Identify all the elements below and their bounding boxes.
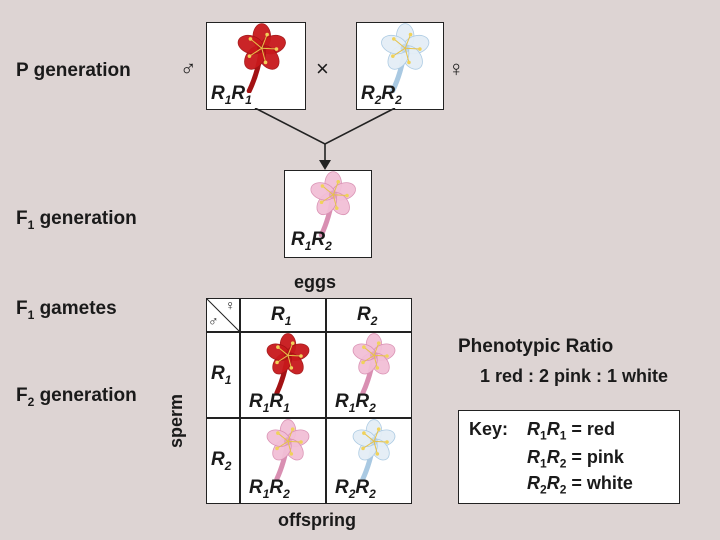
punnett-corner: ♀ ♂	[206, 297, 241, 333]
f2-generation-label: F2 generation	[16, 385, 137, 409]
female-symbol-icon: ♀	[448, 56, 465, 81]
genotype-key: Key: R1R1 = red R1R2 = pink R2R2 = white	[458, 410, 680, 504]
sperm-allele-header: R1	[206, 332, 240, 418]
punnett-cell: R1R2	[240, 418, 326, 504]
male-symbol-icon: ♂	[180, 56, 197, 81]
cross-symbol: ×	[316, 56, 329, 81]
parent-white-box: R2R2	[356, 22, 444, 110]
p-generation-label: P generation	[16, 60, 131, 81]
phenotypic-ratio-title: Phenotypic Ratio	[458, 336, 614, 357]
key-row: R1R2 = pink	[527, 447, 624, 471]
female-symbol-icon: ♀	[225, 297, 236, 313]
male-symbol-icon: ♂	[208, 313, 219, 329]
f1-box: R1R2	[284, 170, 372, 258]
f1-genotype: R1R2	[291, 229, 332, 253]
pink-flower-icon	[266, 419, 310, 481]
pink-flower-icon	[352, 333, 396, 395]
key-row: R2R2 = white	[527, 473, 633, 497]
sperm-allele-header: R2	[206, 418, 240, 504]
white-flower-icon	[381, 23, 430, 93]
sperm-label: sperm	[166, 393, 186, 448]
white-flower-icon	[352, 419, 396, 481]
pink-flower-icon	[310, 171, 356, 237]
cross-arrow	[254, 108, 396, 170]
punnett-cell: R2R2	[326, 418, 412, 504]
punnett-cell: R1R2	[326, 332, 412, 418]
parent-white-genotype: R2R2	[361, 83, 402, 107]
phenotypic-ratio-value: 1 red : 2 pink : 1 white	[480, 366, 669, 386]
red-flower-icon	[266, 333, 310, 395]
parent-red-box: R1R1	[206, 22, 306, 110]
egg-allele-header: R1	[240, 298, 326, 332]
parent-red-genotype: R1R1	[211, 83, 252, 107]
offspring-label: offspring	[278, 510, 356, 530]
key-row: R1R1 = red	[527, 419, 615, 443]
punnett-square: ♀ ♂ R1 R2 R1 R2 R1R1 R1R2 R1R2 R2R2	[206, 297, 412, 504]
eggs-label: eggs	[294, 272, 337, 292]
f1-generation-label: F1 generation	[16, 208, 137, 232]
punnett-cell: R1R1	[240, 332, 326, 418]
red-flower-icon	[237, 23, 286, 93]
f1-gametes-label: F1 gametes	[16, 298, 117, 322]
key-title: Key:	[469, 419, 509, 439]
egg-allele-header: R2	[326, 298, 412, 332]
